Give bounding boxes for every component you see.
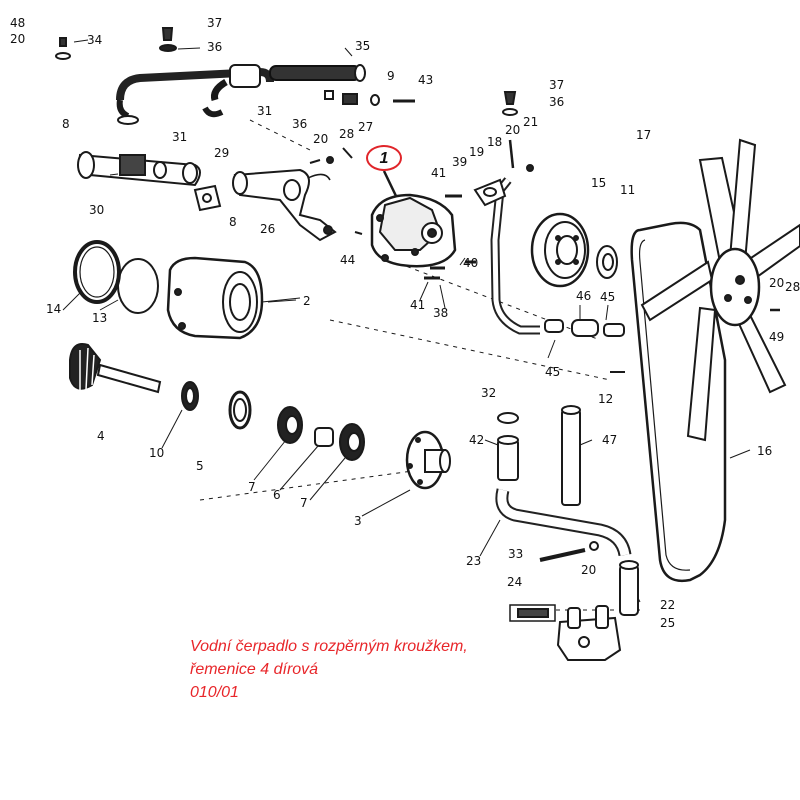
part-label: 19: [469, 145, 485, 159]
part-label: 37: [549, 78, 565, 92]
part-label: 20: [505, 123, 521, 137]
part-label: 27: [358, 120, 374, 134]
bolts-9-43: [324, 90, 415, 106]
part-label: 26: [260, 222, 276, 236]
caption-line-1: Vodní čerpadlo s rozpěrným kroužkem,: [190, 638, 468, 655]
water-pump-body: [354, 170, 457, 268]
bottom-fitting: [509, 604, 622, 661]
part-label: 20: [769, 276, 785, 290]
part-label: 43: [418, 73, 434, 87]
part-label: 2: [303, 294, 311, 308]
part-label: 25: [660, 616, 676, 630]
part-label: 13: [92, 311, 108, 325]
part-label: 46: [576, 289, 592, 303]
part-label: 30: [89, 203, 105, 217]
part-label: 9: [387, 69, 395, 83]
part-label: 45: [545, 365, 561, 379]
part-label: 15: [591, 176, 607, 190]
part-label: 3: [354, 514, 362, 528]
part-label: 4: [97, 429, 105, 443]
part-label: 32: [481, 386, 497, 400]
part-label: 17: [636, 128, 652, 142]
part-label: 20: [10, 32, 26, 46]
part-label: 5: [196, 459, 204, 473]
part-label: 20: [313, 132, 329, 146]
part-label: 6: [273, 488, 281, 502]
bearings-and-seals: [181, 381, 365, 461]
bypass-pipe: [473, 91, 540, 335]
part-label: 7: [300, 496, 308, 510]
pump-pulley: [530, 212, 618, 288]
coolant-manifold: [193, 168, 337, 242]
part-label: 36: [549, 95, 565, 109]
leader-lines: [62, 39, 751, 603]
v-belt: [630, 221, 727, 583]
part-label: 8: [229, 215, 237, 229]
coolant-hoses: [495, 405, 639, 616]
pump-bolts: [424, 194, 476, 280]
part-label: 49: [769, 330, 785, 344]
part-label: 42: [469, 433, 485, 447]
part-label: 29: [214, 146, 230, 160]
pump-housing: [166, 256, 301, 340]
part-label: 31: [257, 104, 273, 118]
small-screws-top: [309, 147, 353, 164]
part-label: 31: [172, 130, 188, 144]
drive-flange: [405, 430, 451, 490]
part-label: 45: [600, 290, 616, 304]
part-label: 28: [785, 280, 800, 294]
part-label: 16: [757, 444, 773, 458]
part-label: 21: [523, 115, 539, 129]
part-label: 41: [431, 166, 447, 180]
part-label: 11: [620, 183, 636, 197]
part-label: 36: [207, 40, 223, 54]
part-label: 20: [581, 563, 597, 577]
part-label: 34: [87, 33, 103, 47]
part-label: 10: [149, 446, 165, 460]
part-label: 24: [507, 575, 523, 589]
upper-coolant-pipe: [116, 64, 366, 125]
part-label: 48: [10, 16, 26, 30]
part-label: 22: [660, 598, 676, 612]
part-label: 8: [62, 117, 70, 131]
part-label: 35: [355, 39, 371, 53]
highlight-callout: 1: [366, 145, 402, 171]
sealing-rings: [73, 240, 159, 314]
part-label: 33: [508, 547, 524, 561]
part-label: 7: [248, 480, 256, 494]
part-label: 44: [340, 253, 356, 267]
part-label: 37: [207, 16, 223, 30]
part-label: 40: [463, 256, 479, 270]
highlight-label: 1: [379, 150, 389, 167]
part-label: 41: [410, 298, 426, 312]
part-label: 36: [292, 117, 308, 131]
thermostat-housing: [77, 151, 201, 187]
part-label: 28: [339, 127, 355, 141]
hose-clamps: [544, 319, 625, 373]
part-label: 38: [433, 306, 449, 320]
impeller-shaft: [69, 343, 162, 394]
part-label: 39: [452, 155, 468, 169]
part-label: 23: [466, 554, 482, 568]
part-label: 47: [602, 433, 618, 447]
filler-cap: [55, 27, 177, 60]
caption-line-2: řemenice 4 dírová: [190, 661, 319, 678]
part-label: 12: [598, 392, 614, 406]
part-label: 14: [46, 302, 62, 316]
caption-line-3: 010/01: [190, 684, 239, 701]
cooling-fan: [640, 138, 800, 442]
part-label: 18: [487, 135, 503, 149]
